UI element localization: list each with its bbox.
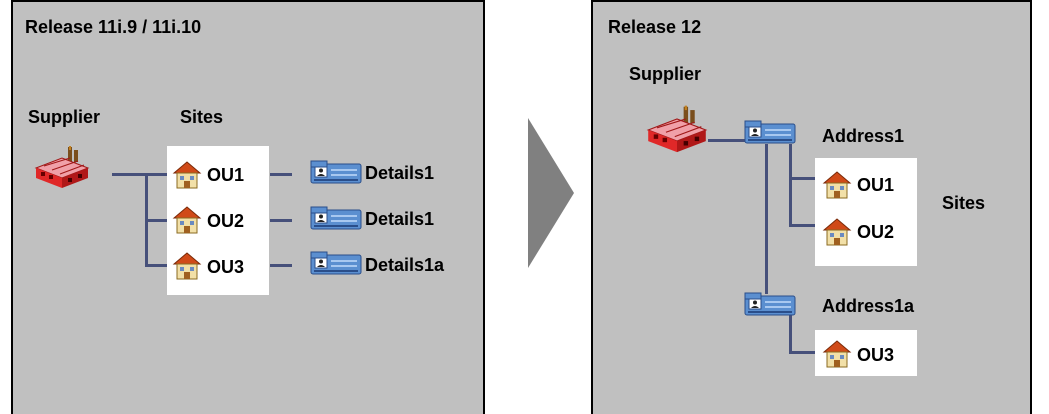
right-supplier-label: Supplier — [629, 64, 702, 84]
factory-icon — [646, 105, 708, 155]
address1a-label: Address1a — [822, 296, 915, 316]
connector — [789, 224, 817, 227]
right-sites-label: Sites — [942, 193, 986, 213]
address-card-icon — [744, 292, 796, 316]
release-12-panel — [591, 0, 1032, 414]
factory-icon — [34, 146, 90, 190]
left-panel-title: Release 11i.9 / 11i.10 — [25, 17, 202, 37]
house-icon — [172, 205, 202, 235]
connector — [765, 144, 768, 294]
connector — [145, 219, 169, 222]
details-label: Details1a — [365, 255, 445, 275]
connector — [270, 264, 292, 267]
site-ou1-label: OU1 — [857, 175, 895, 195]
details-label: Details1 — [365, 163, 435, 183]
connector — [789, 144, 792, 227]
address1-label: Address1 — [822, 126, 905, 146]
house-icon — [822, 217, 852, 247]
connector — [708, 139, 746, 142]
left-sites-label: Sites — [180, 107, 224, 127]
site-ou2-label: OU2 — [857, 222, 895, 242]
address-card-icon — [744, 120, 796, 144]
left-supplier-label: Supplier — [28, 107, 101, 127]
arrow-right-icon — [528, 118, 574, 268]
address-card-icon — [310, 251, 362, 275]
address-card-icon — [310, 206, 362, 230]
site-ou1-label: OU1 — [207, 165, 245, 185]
site-ou3-label: OU3 — [857, 345, 895, 365]
house-icon — [172, 251, 202, 281]
connector — [145, 173, 169, 176]
site-ou2-label: OU2 — [207, 211, 245, 231]
connector — [112, 173, 147, 176]
details-label: Details1 — [365, 209, 435, 229]
connector — [789, 314, 792, 354]
house-icon — [822, 339, 852, 369]
connector — [789, 177, 817, 180]
address-card-icon — [310, 160, 362, 184]
connector — [145, 264, 169, 267]
house-icon — [172, 160, 202, 190]
connector — [789, 351, 817, 354]
right-panel-title: Release 12 — [608, 17, 702, 37]
connector — [270, 173, 292, 176]
house-icon — [822, 170, 852, 200]
site-ou3-label: OU3 — [207, 257, 245, 277]
connector — [270, 219, 292, 222]
